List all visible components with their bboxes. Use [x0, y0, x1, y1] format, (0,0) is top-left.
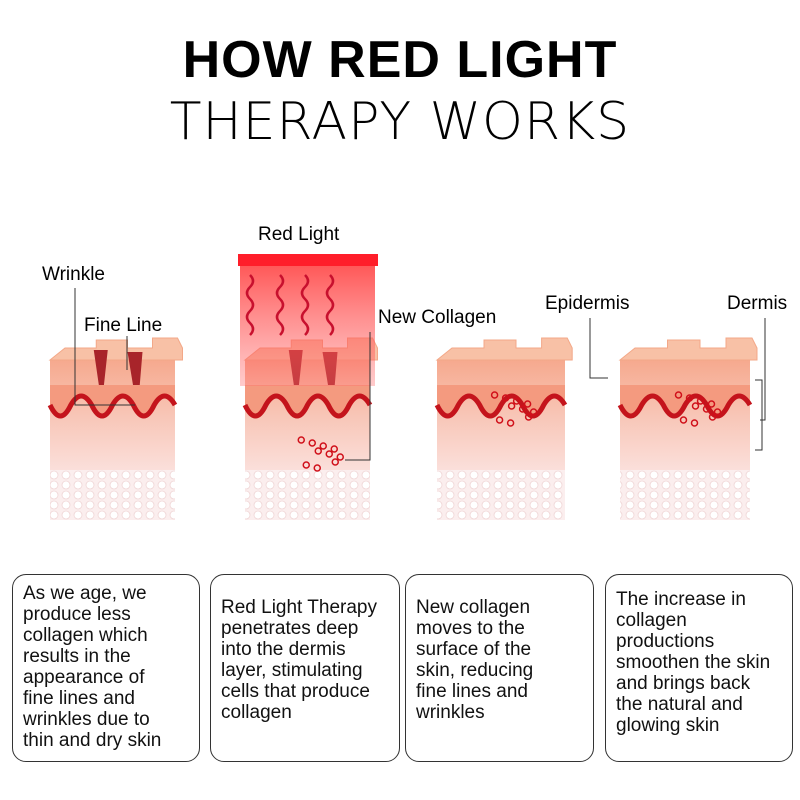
label-dermis: Dermis	[727, 293, 788, 314]
collagen-dot	[713, 408, 722, 416]
epidermis-pointer	[589, 318, 608, 379]
title-line-1: HOW RED LIGHT	[182, 31, 618, 89]
skin-block-4	[617, 337, 758, 520]
collagen-dot	[679, 416, 688, 424]
collagen-dot	[523, 400, 532, 408]
collagen-dot	[708, 413, 717, 421]
collagen-dot	[336, 453, 344, 461]
collagen-pointer	[345, 332, 371, 461]
collagen-dot	[707, 400, 716, 408]
skin-block-3	[434, 337, 573, 520]
step-4-description: The increase in collagen productions smo…	[605, 574, 793, 762]
collagen-dot	[297, 436, 305, 444]
collagen-dot	[490, 391, 499, 399]
collagen-dot	[674, 391, 683, 399]
light-wave	[275, 274, 285, 336]
label-fine-line: Fine Line	[84, 315, 163, 336]
light-wave	[325, 274, 335, 336]
collagen-dot	[319, 442, 327, 450]
collagen-dot	[501, 394, 510, 402]
collagen-dot	[512, 397, 521, 405]
collagen-dot	[331, 458, 339, 466]
collagen-dot	[690, 419, 699, 427]
collagen-dot	[330, 445, 338, 453]
collagen-dot	[685, 394, 694, 402]
label-new-collagen: New Collagen	[378, 307, 497, 328]
collagen-dot	[524, 413, 533, 421]
dermis-bracket	[755, 379, 763, 451]
collagen-dot	[691, 402, 700, 410]
step-1-description: As we age, we produce less collagen whic…	[12, 574, 200, 762]
collagen-dot	[507, 402, 516, 410]
collagen-dot	[314, 447, 322, 455]
skin-block-1	[47, 337, 183, 520]
collagen-dot	[518, 405, 527, 413]
collagen-dot	[495, 416, 504, 424]
wrinkle-pointer	[74, 288, 135, 406]
collagen-dot	[308, 439, 316, 447]
collagen-dot	[696, 397, 705, 405]
light-wave	[300, 274, 310, 336]
step-2-description: Red Light Therapy penetrates deep into t…	[210, 574, 400, 762]
collagen-dot	[529, 408, 538, 416]
skin-illustrations	[47, 254, 766, 520]
red-light-emitter	[238, 254, 378, 266]
label-epidermis: Epidermis	[545, 293, 630, 314]
label-red-light: Red Light	[258, 224, 340, 245]
collagen-dot	[313, 464, 321, 472]
title-line-2: THERAPY WORKS	[169, 92, 631, 152]
collagen-dot	[325, 450, 333, 458]
collagen-dot	[702, 405, 711, 413]
label-wrinkle: Wrinkle	[42, 264, 105, 285]
collagen-dot	[302, 461, 310, 469]
light-wave	[245, 274, 255, 336]
step-3-description: New collagen moves to the surface of the…	[405, 574, 594, 762]
collagen-dot	[506, 419, 515, 427]
